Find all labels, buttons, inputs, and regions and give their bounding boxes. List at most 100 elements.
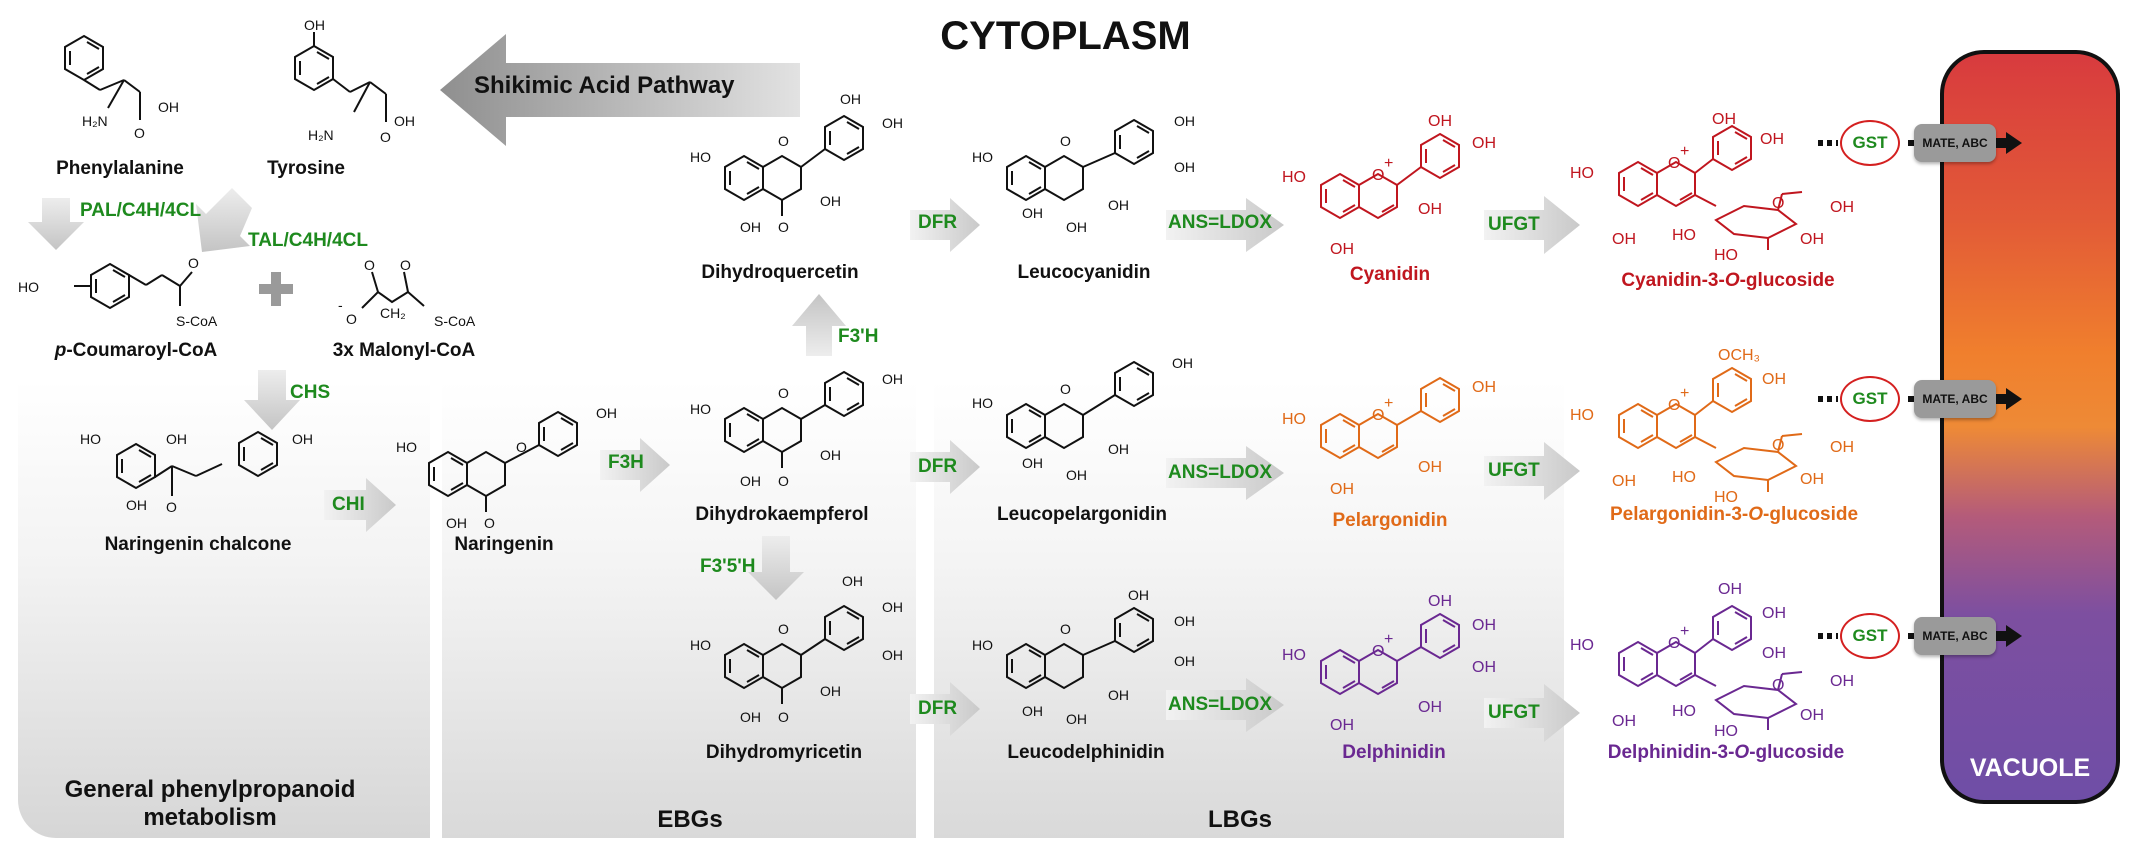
pelargonidin-structure [1321,377,1460,458]
atom-label: OH [1472,135,1496,152]
atom-label: OH [1612,231,1636,248]
atom-label: O [1060,381,1071,397]
enzyme-chs: CHS [290,382,331,403]
enzyme-dfr-2: DFR [918,456,958,477]
atom-label: OH [394,113,415,129]
atom-label: OH [1022,455,1043,471]
atom-label: OH [1762,605,1786,622]
atom-label: + [1680,385,1689,402]
atom-label: O [134,125,145,141]
atom-label: O [778,473,789,489]
arrow-tal [196,188,252,252]
atom-label: HO [690,149,711,165]
atom-labels-black: H₂N OH O OH H₂N OH O HO O S-CoA O O - O … [18,17,1195,727]
atom-label: O [1772,677,1784,694]
atom-label: OH [1418,459,1442,476]
atom-label: OH [1712,111,1736,128]
arrow-dfr-3 [910,682,980,736]
gst-badge-3: GST [1840,613,1900,659]
atom-label: O [484,515,495,531]
enzyme-pal: PAL/C4H/4CL [80,200,202,221]
atom-label: OH [446,515,467,531]
atom-label: O [346,311,357,327]
atom-label: OH [820,447,841,463]
atom-label: O [188,255,199,271]
atom-label: OH [1612,473,1636,490]
atom-label: HO [396,439,417,455]
plus-sign [259,272,293,306]
atom-label: HO [1672,469,1696,486]
atom-label: OH [1830,439,1854,456]
compound-name-part: Delphinidin-3- [1607,742,1735,763]
malonyl-coa-structure [361,271,425,309]
atom-label: + [1384,155,1393,172]
p-coumaroyl-coa-structure [74,263,193,309]
atom-label: S-CoA [176,313,218,329]
atom-label: OH [1472,659,1496,676]
atom-label: HO [1714,489,1738,506]
arrow-chi [324,478,396,532]
atom-label: HO [1282,647,1306,664]
atom-label: OCH₃ [1718,347,1760,364]
atom-label: OH [1022,205,1043,221]
atom-label: OH [1428,593,1452,610]
atom-label: OH [1128,587,1149,603]
compound-name-part: -glucoside [1739,270,1835,291]
transporter-pill-2: MATE, ABC [1914,380,1996,418]
atom-label: O [1060,133,1071,149]
enzyme-chi: CHI [332,494,365,515]
atom-label: OH [820,683,841,699]
arrow-pal [28,198,84,250]
atom-label: OH [1022,703,1043,719]
atom-label: OH [158,99,179,115]
compound-delphinidin: Delphinidin [1342,742,1446,763]
compound-pelargonidin-3-o-glucoside: Pelargonidin-3-O-glucoside [1610,504,1858,526]
atom-labels-red: HO O + OH OH OH OH HO O + OH OH O OH OH … [1282,111,1854,264]
atom-label: HO [1570,407,1594,424]
atom-label: O [1772,437,1784,454]
atom-label: S-CoA [434,313,476,329]
arrow-ufgt-2 [1484,442,1580,500]
compound-name-part: -glucoside [1763,504,1859,525]
atom-label: OH [1718,581,1742,598]
atom-label: O [1772,195,1784,212]
general-phenylpropanoid-panel [18,380,430,838]
enzyme-f3prime5prime-h: F3'5'H [700,556,756,577]
arrow-ans-2 [1166,446,1284,500]
compound-cyanidin: Cyanidin [1349,264,1431,285]
atom-label: HO [1282,411,1306,428]
atom-label: HO [1672,227,1696,244]
compound-delphinidin-3-o-glucoside: Delphinidin-3-O-glucoside [1608,742,1844,764]
atom-label: OH [740,219,761,235]
atom-label: O [778,385,789,401]
atom-label: OH [1762,371,1786,388]
compound-pelargonidin: Pelargonidin [1332,510,1448,531]
atom-label: OH [1174,113,1195,129]
enzyme-tal: TAL/C4H/4CL [248,230,368,251]
arrow-f35h [748,536,804,600]
dihydrokaempferol-structure [725,371,864,468]
atom-label: OH [1108,197,1129,213]
arrow-ufgt-3 [1484,684,1580,742]
compound-name-part: O [1748,504,1764,525]
naringenin-structure [429,411,578,512]
atom-label: OH [1174,159,1195,175]
atom-label: OH [1330,717,1354,734]
atom-label: OH [1760,131,1784,148]
atom-label: HO [1282,169,1306,186]
atom-label: HO [1672,703,1696,720]
compound-tyrosine: Tyrosine [267,158,345,179]
atom-label: O [778,219,789,235]
vacuole-label: VACUOLE [1969,754,2091,782]
arrow-dfr-1 [910,198,980,252]
enzyme-f3prime-h: F3'H [838,326,879,347]
atom-label: + [1384,631,1393,648]
arrow-dfr-2 [910,440,980,494]
delphinidin-glucoside-structure [1619,605,1803,731]
atom-label: HO [972,637,993,653]
atom-label: HO [1570,165,1594,182]
shikimic-arrow-shape [440,34,800,146]
atom-label: O [778,621,789,637]
arrow-ufgt-1 [1484,196,1580,254]
tyrosine-structure [294,32,387,122]
